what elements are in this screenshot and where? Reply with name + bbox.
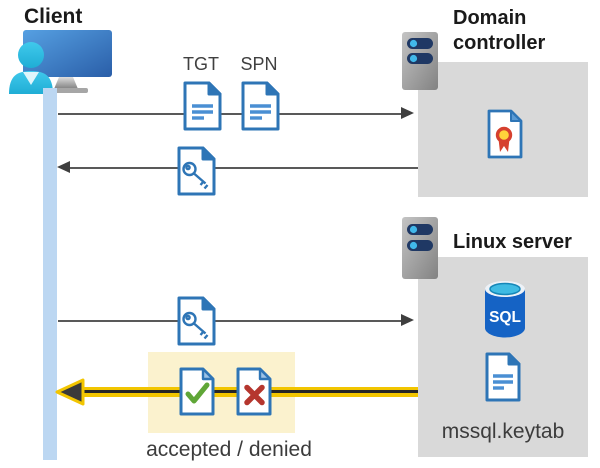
request-line-tgt-spn: [58, 113, 402, 115]
arrowhead-left-highlight-icon: [55, 378, 85, 406]
request-line-ticket: [58, 320, 402, 322]
arrowhead-right-icon: [401, 314, 414, 326]
arrowhead-right-icon: [401, 107, 414, 119]
sql-database-icon: SQL: [485, 281, 525, 338]
client-timeline: [43, 88, 57, 460]
client-title: Client: [24, 5, 83, 28]
certificate-icon: [487, 109, 523, 159]
domain-controller-title: Domain controller: [453, 7, 546, 54]
response-line-ticket: [70, 167, 418, 169]
spn-document-icon: [241, 81, 280, 131]
tgt-document-icon: [183, 81, 222, 131]
key-icon: [182, 161, 209, 190]
accepted-document-icon: [179, 367, 215, 416]
keytab-file-icon: [485, 352, 521, 402]
key-ticket-icon: [177, 296, 216, 346]
user-icon: [9, 42, 53, 94]
seal-icon: [495, 126, 513, 144]
client-workstation-icon: [9, 30, 112, 94]
spn-label: SPN: [240, 54, 278, 74]
tgt-label: TGT: [183, 54, 219, 74]
server-icon: [402, 32, 438, 90]
x-icon: [244, 384, 265, 406]
key-ticket-icon: [177, 146, 216, 196]
key-icon: [182, 311, 209, 340]
sql-label: SQL: [489, 309, 521, 326]
denied-document-icon: [236, 367, 272, 416]
linux-server-title: Linux server: [453, 231, 572, 253]
server-icon: [402, 217, 438, 279]
arrowhead-left-icon: [57, 161, 70, 173]
check-icon: [185, 382, 210, 404]
keytab-caption: mssql.keytab: [441, 420, 565, 443]
result-caption: accepted / denied: [146, 438, 312, 461]
